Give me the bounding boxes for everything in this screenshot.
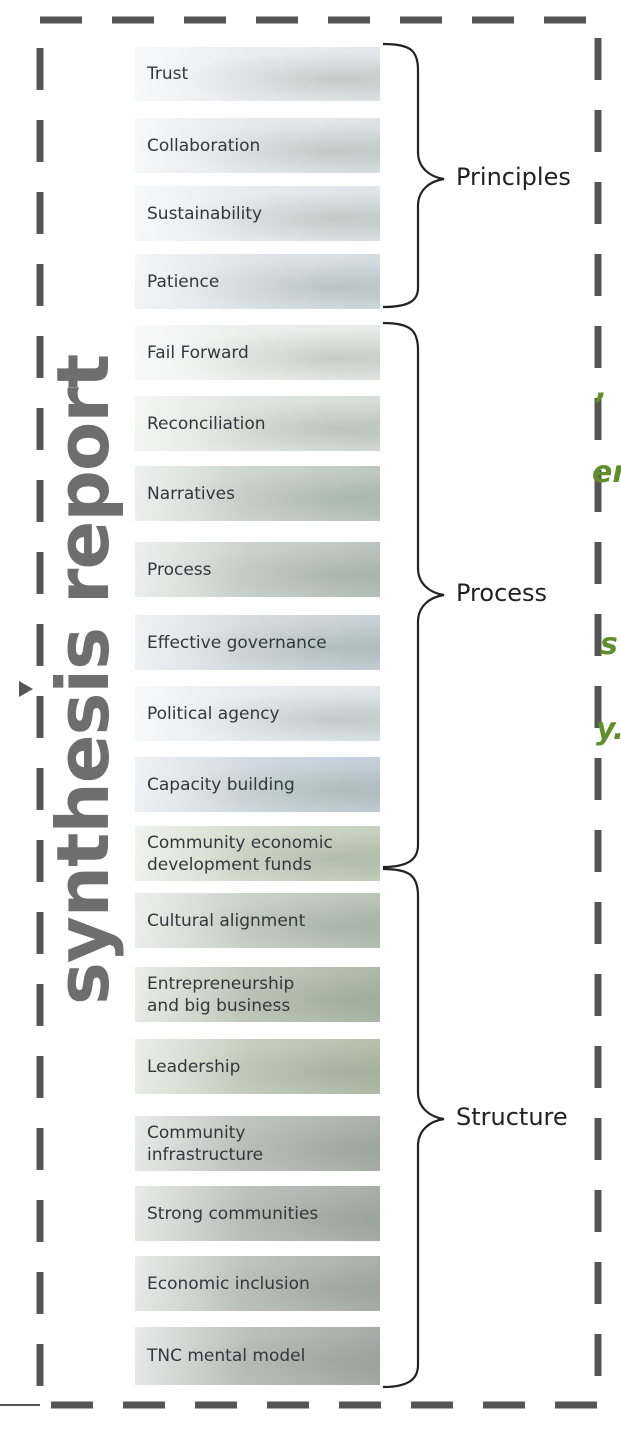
tile-economic-inclusion: Economic inclusion <box>135 1256 380 1311</box>
cropped-text-fragment: , <box>596 371 608 406</box>
group-label-principles: Principles <box>456 163 571 191</box>
tile-process: Process <box>135 542 380 597</box>
tile-trust: Trust <box>135 47 380 101</box>
tile-label: Economic inclusion <box>147 1273 310 1294</box>
cropped-text-fragment: s <box>600 627 618 662</box>
tile-label: Collaboration <box>147 135 261 156</box>
tile-entrepreneurship-and-big-business: Entrepreneurship and big business <box>135 967 380 1022</box>
vertical-title: synthesis report <box>41 354 125 1005</box>
tile-label: Political agency <box>147 703 280 724</box>
tile-label: Cultural alignment <box>147 910 306 931</box>
tile-community-economic-development-funds: Community economic development funds <box>135 826 380 881</box>
tile-label: Entrepreneurship and big business <box>147 973 295 1016</box>
process-brace <box>382 321 445 869</box>
tile-patience: Patience <box>135 254 380 309</box>
tile-community-infrastructure: Community infrastructure <box>135 1116 380 1171</box>
tile-leadership: Leadership <box>135 1039 380 1094</box>
tile-tnc-mental-model: TNC mental model <box>135 1327 380 1385</box>
structure-brace <box>382 867 445 1389</box>
arrow-right-icon <box>19 681 33 697</box>
tile-label: Capacity building <box>147 774 295 795</box>
tile-reconciliation: Reconciliation <box>135 396 380 451</box>
tile-collaboration: Collaboration <box>135 118 380 173</box>
tile-label: Community economic development funds <box>147 832 333 875</box>
group-label-structure: Structure <box>456 1103 568 1131</box>
tile-effective-governance: Effective governance <box>135 615 380 670</box>
cropped-text-fragment: er <box>592 455 621 490</box>
tile-label: Fail Forward <box>147 342 249 363</box>
tile-label: Leadership <box>147 1056 241 1077</box>
group-label-process: Process <box>456 579 548 607</box>
tile-label: Narratives <box>147 483 235 504</box>
tile-narratives: Narratives <box>135 466 380 521</box>
tile-label: Sustainability <box>147 203 263 224</box>
tile-label: TNC mental model <box>147 1346 306 1366</box>
tile-label: Patience <box>147 271 220 292</box>
tile-political-agency: Political agency <box>135 686 380 741</box>
tile-label: Trust <box>147 64 189 84</box>
tile-sustainability: Sustainability <box>135 186 380 241</box>
tile-capacity-building: Capacity building <box>135 757 380 812</box>
principles-brace <box>382 42 445 309</box>
cropped-text-fragment: y. <box>596 712 621 747</box>
tile-label: Reconciliation <box>147 413 266 434</box>
tile-label: Strong communities <box>147 1203 319 1224</box>
tile-label: Effective governance <box>147 632 327 653</box>
tile-fail-forward: Fail Forward <box>135 325 380 380</box>
tile-strong-communities: Strong communities <box>135 1186 380 1241</box>
tile-label: Process <box>147 559 212 580</box>
tile-label: Community infrastructure <box>147 1122 264 1165</box>
tile-cultural-alignment: Cultural alignment <box>135 893 380 948</box>
